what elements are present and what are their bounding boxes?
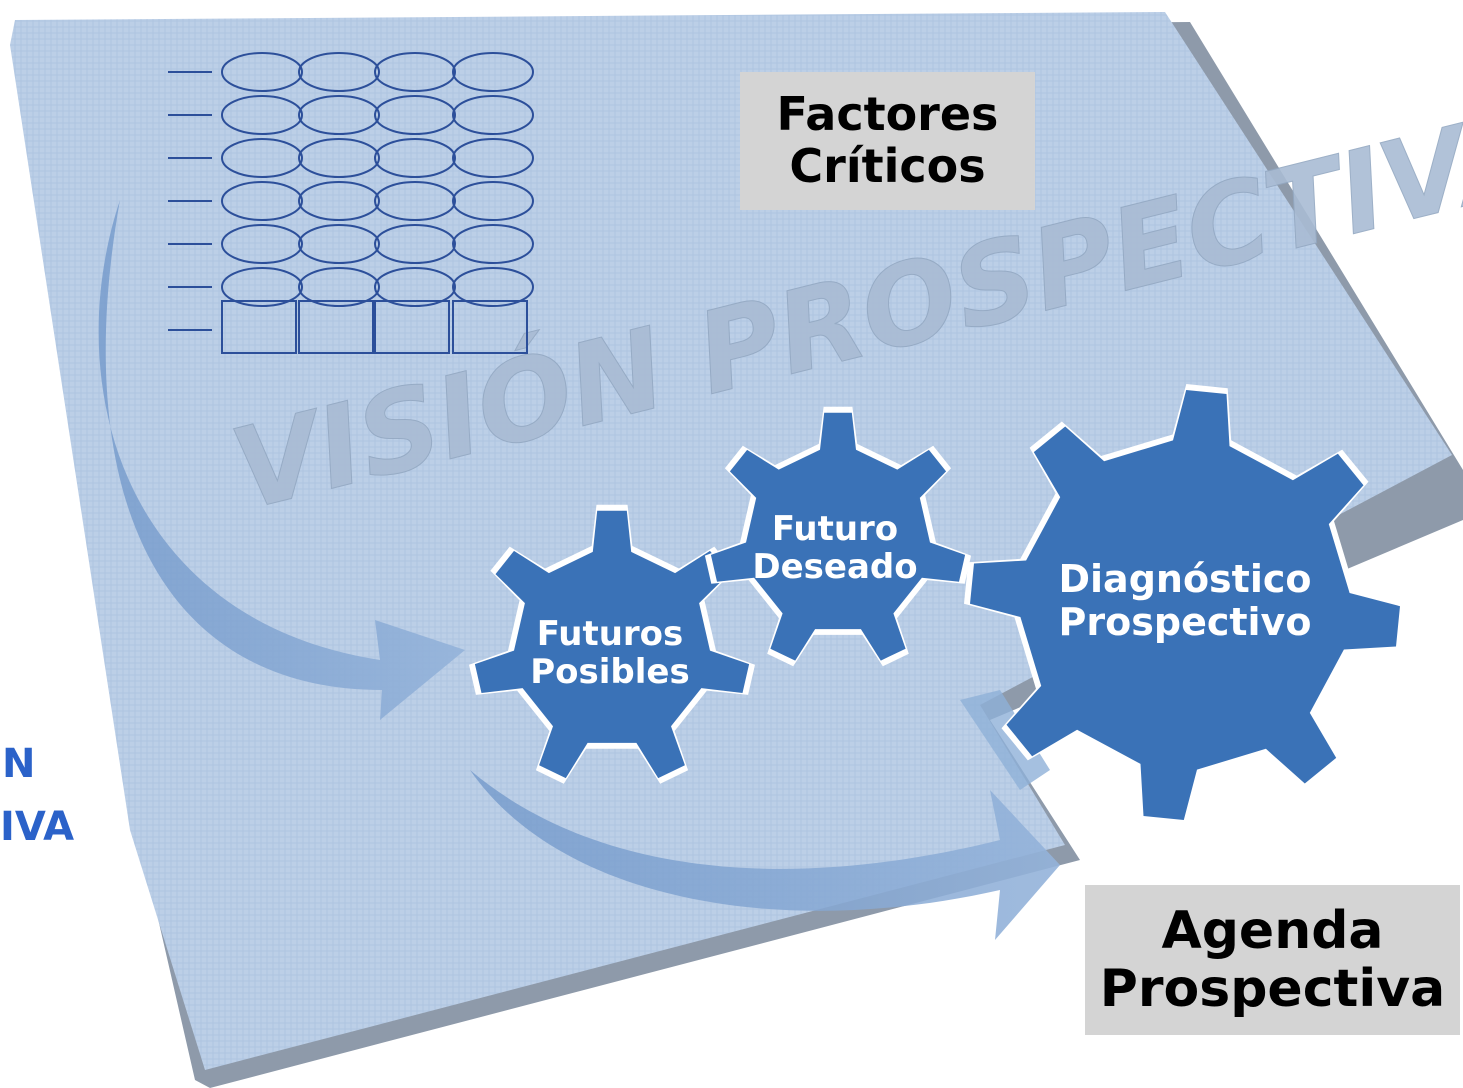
grid-oval — [298, 52, 380, 92]
grid-oval — [452, 267, 534, 307]
grid-square — [374, 300, 450, 354]
grid-oval — [298, 181, 380, 221]
agenda-line2: Prospectiva — [1099, 959, 1446, 1019]
board-surface — [10, 12, 1452, 1070]
grid-square — [221, 300, 297, 354]
gear-2-line2: Deseado — [752, 547, 918, 588]
grid-oval — [452, 224, 534, 264]
gear-body — [474, 510, 750, 779]
grid-oval — [452, 95, 534, 135]
agenda-line1: Agenda — [1161, 900, 1384, 961]
gear-label-futuro-deseado: Futuro Deseado — [735, 510, 935, 586]
grid-oval — [221, 181, 303, 221]
grid-square — [452, 300, 528, 354]
gear-label-diagnostico-prospectivo: Diagnóstico Prospectivo — [1030, 558, 1340, 643]
grid-oval — [452, 138, 534, 178]
gear-3-line1: Diagnóstico — [1058, 557, 1312, 601]
grid-oval — [221, 138, 303, 178]
grid-oval — [298, 267, 380, 307]
grid-oval — [374, 181, 456, 221]
grid-oval — [452, 181, 534, 221]
factores-criticos-box: Factores Críticos — [740, 72, 1035, 210]
gear-label-futuros-posibles: Futuros Posibles — [515, 615, 705, 691]
side-label-line1: N — [2, 741, 36, 787]
grid-oval — [374, 138, 456, 178]
matrix-grid — [168, 52, 534, 354]
gear-body — [710, 412, 966, 661]
grid-square — [298, 300, 374, 354]
side-label-line2: IVA — [0, 804, 75, 850]
grid-oval — [374, 95, 456, 135]
curved-arrow-bottom — [470, 770, 1060, 940]
gear-3-line2: Prospectivo — [1058, 599, 1312, 644]
gear-diagnostico-prospectivo — [964, 384, 1406, 826]
grid-oval — [298, 224, 380, 264]
gear-futuros-posibles — [469, 504, 755, 784]
grid-oval — [374, 52, 456, 92]
curved-arrow-left — [98, 200, 466, 720]
grid-oval — [221, 52, 303, 92]
factores-line1: Factores — [776, 87, 999, 142]
factores-line2: Críticos — [789, 139, 986, 193]
gear-2-line1: Futuro — [771, 509, 899, 549]
gear-1-line2: Posibles — [530, 652, 690, 693]
gear-futuro-deseado — [704, 406, 972, 667]
grid-oval — [298, 95, 380, 135]
gear-1-line1: Futuros — [536, 614, 684, 654]
grid-oval — [374, 267, 456, 307]
grid-oval — [452, 52, 534, 92]
grid-oval — [298, 138, 380, 178]
grid-oval — [221, 267, 303, 307]
grid-oval — [374, 224, 456, 264]
small-arrow-center — [960, 690, 1050, 790]
grid-oval — [221, 95, 303, 135]
grid-oval — [221, 224, 303, 264]
gear-body — [970, 390, 1400, 820]
agenda-prospectiva-box: Agenda Prospectiva — [1085, 885, 1460, 1035]
